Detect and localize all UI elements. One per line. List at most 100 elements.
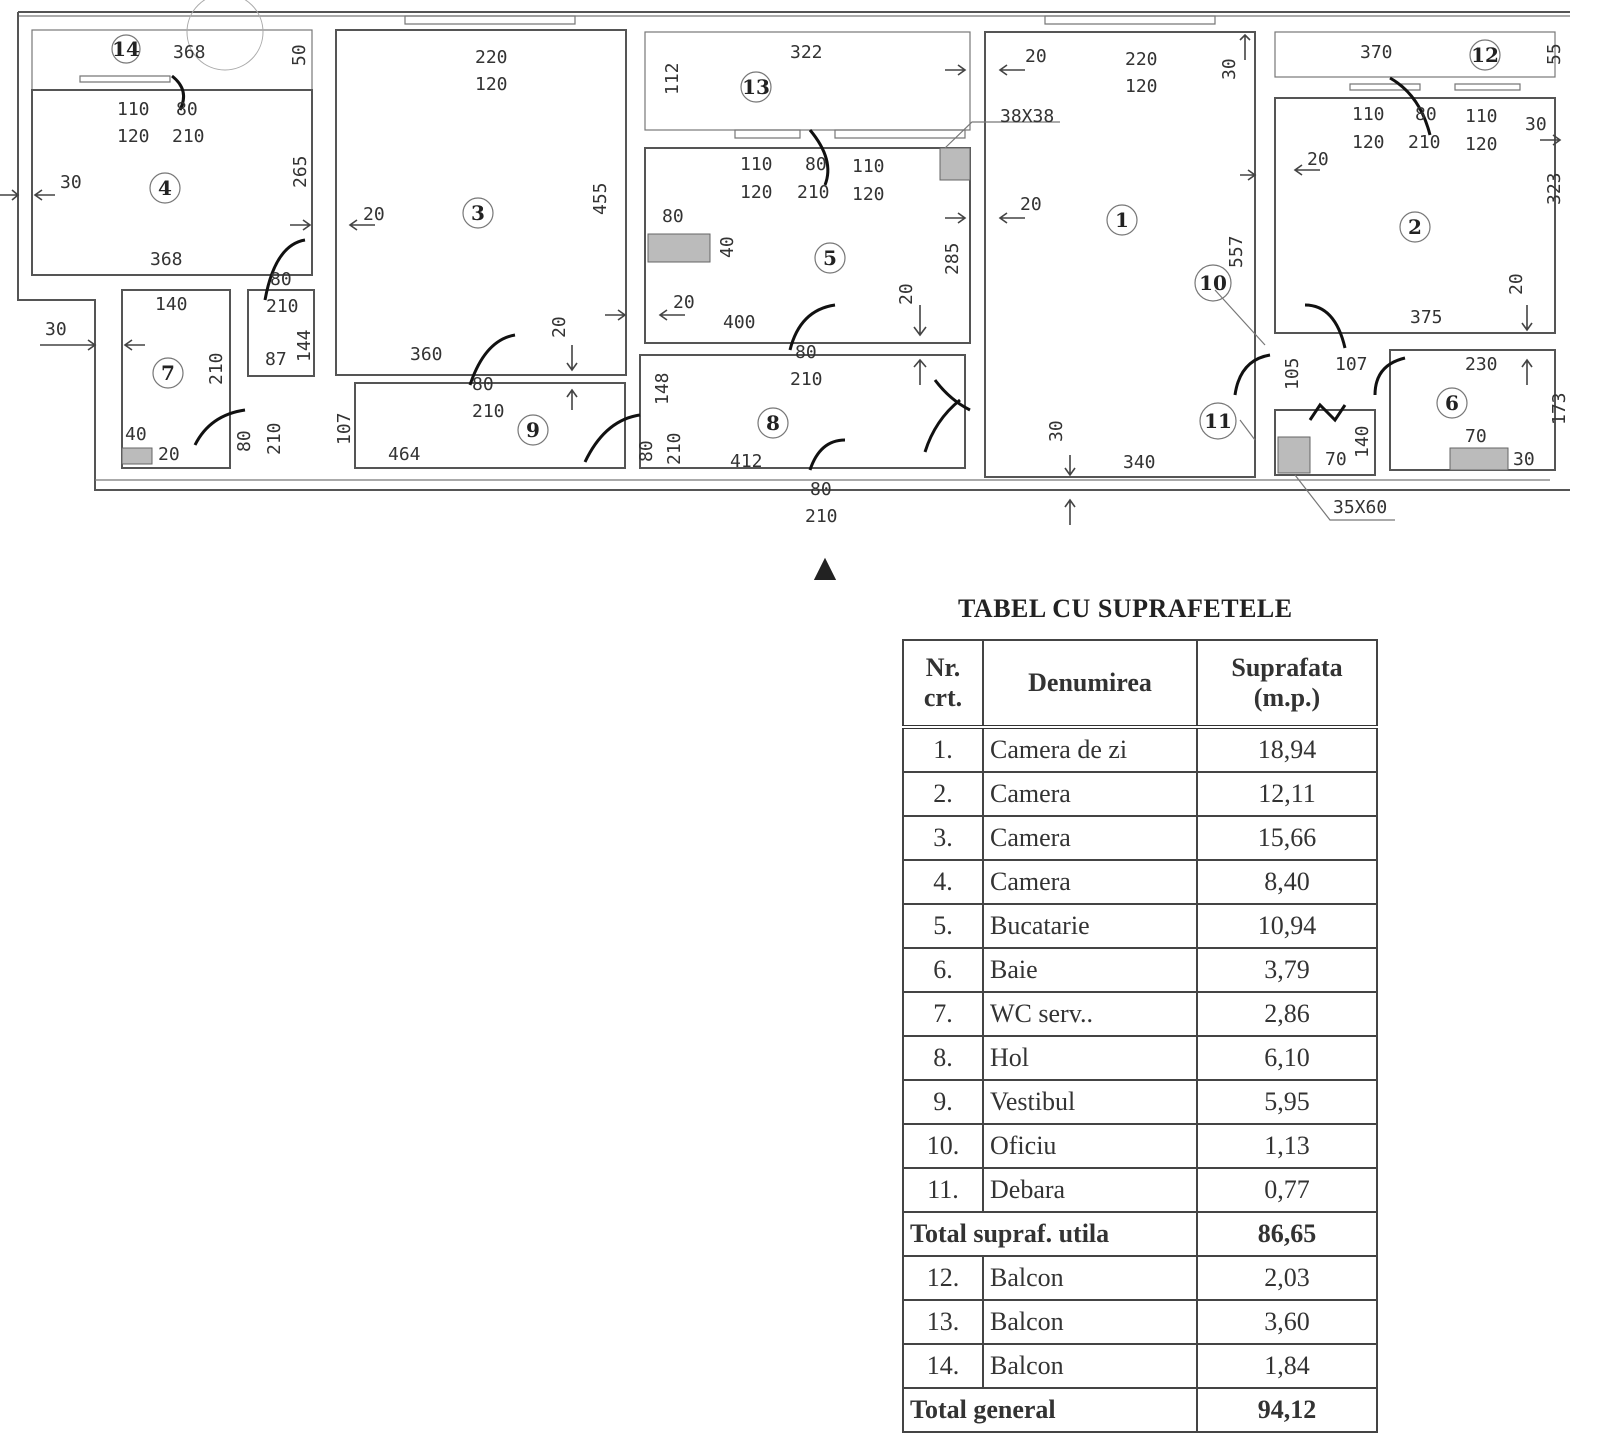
svg-text:340: 340 [1123,452,1156,473]
row-name: Camera [982,815,1198,861]
svg-text:6: 6 [1445,391,1459,415]
svg-text:3: 3 [471,201,485,225]
svg-text:107: 107 [334,412,355,445]
row-area: 15,66 [1196,815,1378,861]
svg-text:210: 210 [472,401,505,422]
svg-text:107: 107 [1335,354,1368,375]
table-title: TABEL CU SUPRAFETELE [958,594,1293,623]
door-swings [171,74,1432,471]
row-name: Balcon [982,1255,1198,1301]
row-area: 10,94 [1196,903,1378,949]
row-name: Debara [982,1167,1198,1213]
svg-text:20: 20 [1506,273,1527,295]
svg-text:120: 120 [475,74,508,95]
row-nr: 13. [902,1299,984,1345]
svg-text:110: 110 [117,99,150,120]
room-2-marker: 2 [1399,211,1431,243]
room-numbers: 1 2 3 4 5 6 7 8 9 10 11 12 13 14 [111,34,1501,446]
svg-text:230: 230 [1465,354,1498,375]
svg-text:20: 20 [158,444,180,465]
row-nr: 9. [902,1079,984,1125]
svg-text:30: 30 [1219,58,1240,80]
svg-text:1: 1 [1115,208,1129,232]
svg-text:110: 110 [740,154,773,175]
svg-text:220: 220 [1125,49,1158,70]
svg-text:20: 20 [549,316,570,338]
svg-text:110: 110 [1465,106,1498,127]
svg-text:455: 455 [590,182,611,215]
row-label: Total supraf. utila [902,1211,1198,1257]
svg-text:10: 10 [1199,271,1227,295]
svg-text:80: 80 [234,430,255,452]
row-name: Camera [982,859,1198,905]
svg-text:140: 140 [155,294,188,315]
row-name: Hol [982,1035,1198,1081]
svg-text:368: 368 [173,42,206,63]
svg-text:210: 210 [172,126,205,147]
room-3-marker: 3 [462,197,494,229]
row-area: 3,79 [1196,947,1378,993]
svg-text:80: 80 [810,479,832,500]
svg-text:14: 14 [112,37,140,61]
row-nr: 14. [902,1343,984,1389]
svg-text:210: 210 [805,506,838,527]
row-name: Vestibul [982,1079,1198,1125]
svg-text:105: 105 [1282,357,1303,390]
row-nr: 1. [902,726,984,773]
svg-text:80: 80 [662,206,684,227]
row-name: Camera de zi [982,726,1198,773]
svg-text:7: 7 [161,361,175,385]
svg-text:20: 20 [363,204,385,225]
svg-text:210: 210 [266,296,299,317]
header-area: Suprafata (m.p.) [1196,639,1378,729]
room-9-marker: 9 [517,414,549,446]
svg-text:80: 80 [176,99,198,120]
row-nr: 8. [902,1035,984,1081]
svg-text:110: 110 [852,156,885,177]
svg-text:70: 70 [1465,426,1487,447]
row-nr: 3. [902,815,984,861]
row-name: Balcon [982,1343,1198,1389]
svg-text:210: 210 [264,422,285,455]
row-name: Balcon [982,1299,1198,1345]
svg-text:20: 20 [1025,46,1047,67]
svg-text:55: 55 [1544,43,1565,65]
svg-text:210: 210 [206,352,227,385]
svg-text:40: 40 [125,424,147,445]
svg-text:80: 80 [795,342,817,363]
svg-text:144: 144 [294,329,315,362]
room-6-marker: 6 [1436,387,1468,419]
svg-text:30: 30 [1046,420,1067,442]
svg-text:30: 30 [1525,114,1547,135]
row-area: 8,40 [1196,859,1378,905]
header-nr: Nr. crt. [902,639,984,729]
svg-text:210: 210 [790,369,823,390]
svg-text:80: 80 [472,374,494,395]
room-13-marker: 13 [740,71,772,103]
room-5-marker: 5 [814,242,846,274]
svg-text:12: 12 [1471,43,1499,67]
svg-text:285: 285 [942,242,963,275]
svg-text:120: 120 [1352,132,1385,153]
floor-plan: 1 2 3 4 5 6 7 8 9 10 11 12 13 14 368 50 … [0,0,1570,580]
svg-text:322: 322 [790,42,823,63]
svg-text:557: 557 [1226,235,1247,268]
hatched-blocks [121,121,1509,521]
svg-text:80: 80 [636,440,657,462]
row-nr: 2. [902,771,984,817]
row-name: Bucatarie [982,903,1198,949]
svg-text:323: 323 [1544,172,1565,205]
row-nr: 7. [902,991,984,1037]
svg-text:20: 20 [896,283,917,305]
svg-text:120: 120 [1465,134,1498,155]
svg-text:210: 210 [664,432,685,465]
svg-text:370: 370 [1360,42,1393,63]
dimension-labels: 368 50 110 120 80 210 265 368 30 220 120… [45,42,1570,527]
svg-text:80: 80 [270,269,292,290]
